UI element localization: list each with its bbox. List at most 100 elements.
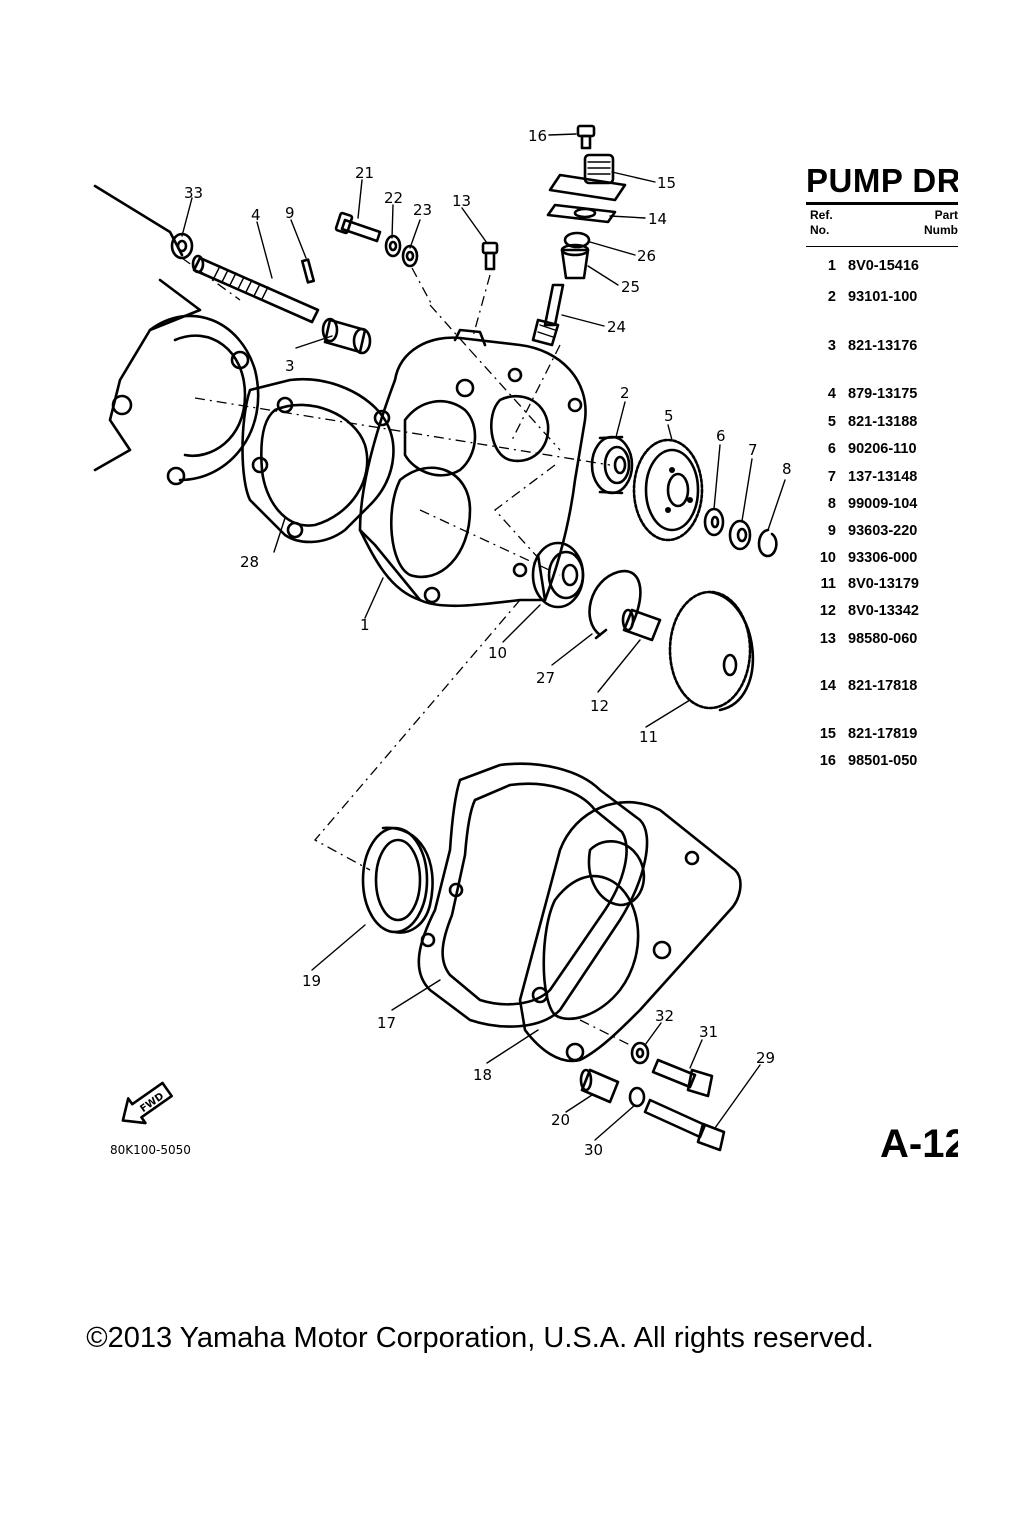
part-2-bearing: [590, 435, 634, 495]
callout-11: 11: [639, 728, 658, 746]
row-ref: 15: [819, 726, 836, 742]
callout-13: 13: [452, 192, 471, 210]
callout-6: 6: [716, 427, 726, 445]
callout-16: 16: [528, 127, 547, 145]
callout-7: 7: [748, 441, 758, 459]
callout-22: 22: [384, 189, 403, 207]
row-ref: 12: [819, 603, 836, 619]
row-part-number: 93603-220: [848, 523, 918, 539]
part-21-bolt: [334, 211, 382, 243]
part-32-washer: [630, 1041, 650, 1065]
table-row: 7 137-13148: [806, 469, 958, 489]
page-label: A-12: [880, 1122, 958, 1166]
callout-26: 26: [637, 247, 656, 265]
callout-10: 10: [488, 644, 507, 662]
row-part-number: 8V0-13342: [848, 603, 919, 619]
part-5-gear: [632, 438, 704, 542]
part-11-gear: [668, 590, 755, 712]
row-part-number: 137-13148: [848, 469, 918, 485]
callout-18: 18: [473, 1066, 492, 1084]
table-row: 14 821-17818: [806, 678, 958, 698]
part-19-oil-seal: [361, 826, 434, 934]
part-29-bolt: [643, 1098, 726, 1152]
table-row: 13 98580-060: [806, 631, 958, 651]
row-ref: 16: [819, 753, 836, 769]
copyright-notice: ©2013 Yamaha Motor Corporation, U.S.A. A…: [86, 1322, 874, 1354]
row-ref: 2: [827, 289, 836, 305]
row-ref: 5: [827, 414, 836, 430]
header-ref-line2: No.: [810, 223, 830, 237]
row-part-number: 99009-104: [848, 496, 918, 512]
row-part-number: 8V0-15416: [848, 258, 919, 274]
row-part-number: 879-13175: [848, 386, 918, 402]
row-part-number: 98580-060: [848, 631, 918, 647]
table-title: PUMP DR: [806, 162, 958, 205]
part-8-circlip: [757, 528, 778, 558]
callout-20: 20: [551, 1111, 570, 1129]
callout-33: 33: [184, 184, 203, 202]
callout-8: 8: [782, 460, 792, 478]
callout-31: 31: [699, 1023, 718, 1041]
table-row: 5 821-13188: [806, 414, 958, 434]
row-part-number: 93306-000: [848, 550, 918, 566]
callout-25: 25: [621, 278, 640, 296]
part-25-bushing: [560, 243, 590, 280]
row-ref: 7: [827, 469, 836, 485]
callout-3: 3: [285, 357, 295, 375]
part-1-pump-housing: [358, 328, 587, 608]
table-row: 12 8V0-13342: [806, 603, 958, 623]
row-ref: 8: [827, 496, 836, 512]
row-ref: 13: [819, 631, 836, 647]
header-part-number: Part Numb: [924, 208, 958, 238]
part-14-gasket: [546, 203, 617, 224]
fwd-arrow-icon: FWD: [121, 1081, 174, 1125]
callout-labels: 33 4 9 21 22 23 13 16 15 14 26 25 24 3 2…: [184, 127, 792, 1159]
part-30-washer: [628, 1086, 646, 1108]
table-row: 8 99009-104: [806, 496, 958, 516]
callout-29: 29: [756, 1049, 775, 1067]
row-ref: 10: [819, 550, 836, 566]
row-ref: 9: [827, 523, 836, 539]
part-12-pin: [621, 608, 662, 642]
callout-27: 27: [536, 669, 555, 687]
row-ref: 14: [819, 678, 836, 694]
callout-1: 1: [360, 616, 370, 634]
part-22-washer: [384, 234, 402, 258]
header-part-line1: Part: [934, 208, 958, 222]
row-part-number: 821-13188: [848, 414, 918, 430]
row-part-number: 90206-110: [848, 441, 917, 457]
part-15-fitting: [548, 153, 627, 202]
part-9-pin: [300, 258, 316, 284]
part-31-bolt: [651, 1058, 714, 1098]
callout-15: 15: [657, 174, 676, 192]
part-6-key: [703, 507, 725, 537]
part-4-shaft: [191, 254, 320, 324]
callout-9: 9: [285, 204, 295, 222]
row-ref: 6: [827, 441, 836, 457]
header-part-line2: Numb: [924, 223, 958, 237]
table-row: 10 93306-000: [806, 550, 958, 570]
callout-14: 14: [648, 210, 667, 228]
part-23-washer: [401, 244, 419, 268]
header-ref-no: Ref. No.: [810, 208, 833, 238]
row-ref: 3: [827, 338, 836, 354]
row-ref: 1: [827, 258, 836, 274]
part-10-bearing: [531, 541, 585, 609]
part-24-gear-shaft: [531, 283, 565, 347]
callout-28: 28: [240, 553, 259, 571]
diagram-code: 80K100-5050: [110, 1143, 191, 1157]
part-16-screw: [576, 124, 596, 150]
callout-32: 32: [655, 1007, 674, 1025]
row-part-number: 821-17818: [848, 678, 918, 694]
part-27-circlip: [588, 569, 642, 640]
header-ref-line1: Ref.: [810, 208, 833, 222]
callout-30: 30: [584, 1141, 603, 1159]
